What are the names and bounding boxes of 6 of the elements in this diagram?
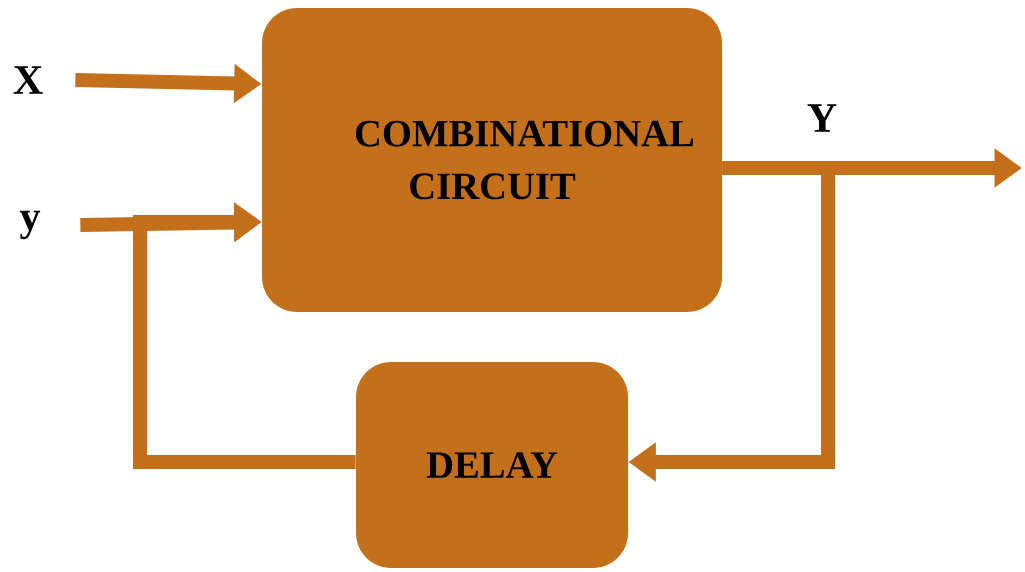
process-box: DELAY [356, 362, 628, 568]
input-label: y [19, 210, 41, 240]
process-box: COMBINATIONAL CIRCUIT [262, 8, 722, 312]
arrow [133, 202, 356, 469]
input-label: X [13, 66, 43, 94]
edge-label: Y [807, 104, 837, 132]
